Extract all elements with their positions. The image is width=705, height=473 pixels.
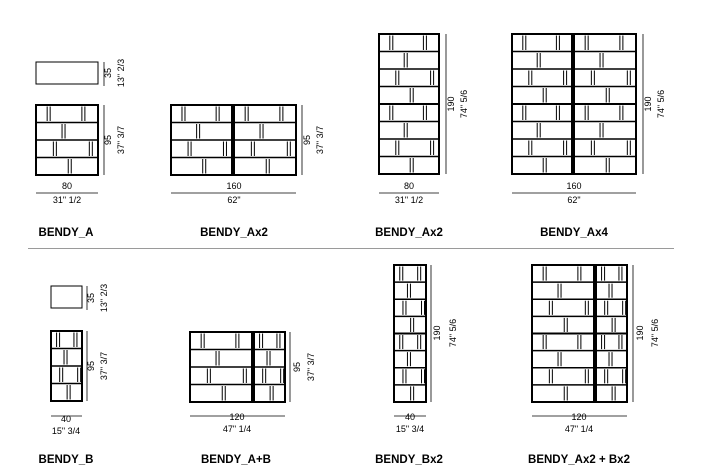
model-label: BENDY_A+B: [201, 454, 271, 466]
model-label: BENDY_Ax2: [200, 227, 268, 239]
dimension-text: 120: [571, 412, 586, 422]
dimension-text: 37" 3/7: [315, 126, 325, 154]
dimension-text: 35: [86, 293, 96, 303]
dimension-text: 15" 3/4: [396, 424, 424, 434]
dimension-text: 190: [635, 325, 645, 340]
dimension-text: 74" 5/6: [656, 90, 666, 118]
dimension-text: 47" 1/4: [223, 424, 251, 434]
dimension-text: 95: [292, 362, 302, 372]
dimension-text: 62": [567, 195, 580, 205]
dimension-text: 80: [404, 181, 414, 191]
dimension-text: 40: [61, 414, 71, 424]
dimension-text: 95: [302, 135, 312, 145]
dimension-text: 40: [405, 412, 415, 422]
model-label: BENDY_Ax2: [375, 227, 443, 239]
shelf-drawings: [35, 33, 644, 417]
model-label: BENDY_Ax2 + Bx2: [528, 454, 630, 466]
top-view-box: [35, 61, 99, 85]
dimension-text: 74" 5/6: [448, 319, 458, 347]
dimension-text: 47" 1/4: [565, 424, 593, 434]
dimension-text: 35: [103, 68, 113, 78]
dimension-text: 31" 1/2: [395, 195, 423, 205]
dimension-text: 74" 5/6: [650, 319, 660, 347]
dimension-text: 62": [227, 195, 240, 205]
dimension-text: 160: [226, 181, 241, 191]
dimension-text: 95: [103, 135, 113, 145]
dimension-text: 190: [446, 96, 456, 111]
model-label: BENDY_B: [39, 454, 94, 466]
dimension-text: 37" 3/7: [99, 352, 109, 380]
dimension-text: 13" 2/3: [116, 59, 126, 87]
dimension-text: 13" 2/3: [99, 284, 109, 312]
dimension-text: 190: [432, 325, 442, 340]
dimension-text: 190: [643, 96, 653, 111]
top-view-box: [50, 285, 83, 309]
dimension-text: 160: [566, 181, 581, 191]
dimension-text: 95: [86, 361, 96, 371]
model-label: BENDY_A: [39, 227, 94, 239]
dimension-text: 80: [62, 181, 72, 191]
dimension-text: 74" 5/6: [459, 90, 469, 118]
dimension-text: 31" 1/2: [53, 195, 81, 205]
dimension-text: 120: [229, 412, 244, 422]
model-label: BENDY_Bx2: [375, 454, 443, 466]
dimension-text: 37" 3/7: [116, 126, 126, 154]
row-divider: [28, 248, 674, 249]
dimension-text: 15" 3/4: [52, 426, 80, 436]
dimension-text: 37" 3/7: [306, 353, 316, 381]
model-label: BENDY_Ax4: [540, 227, 608, 239]
